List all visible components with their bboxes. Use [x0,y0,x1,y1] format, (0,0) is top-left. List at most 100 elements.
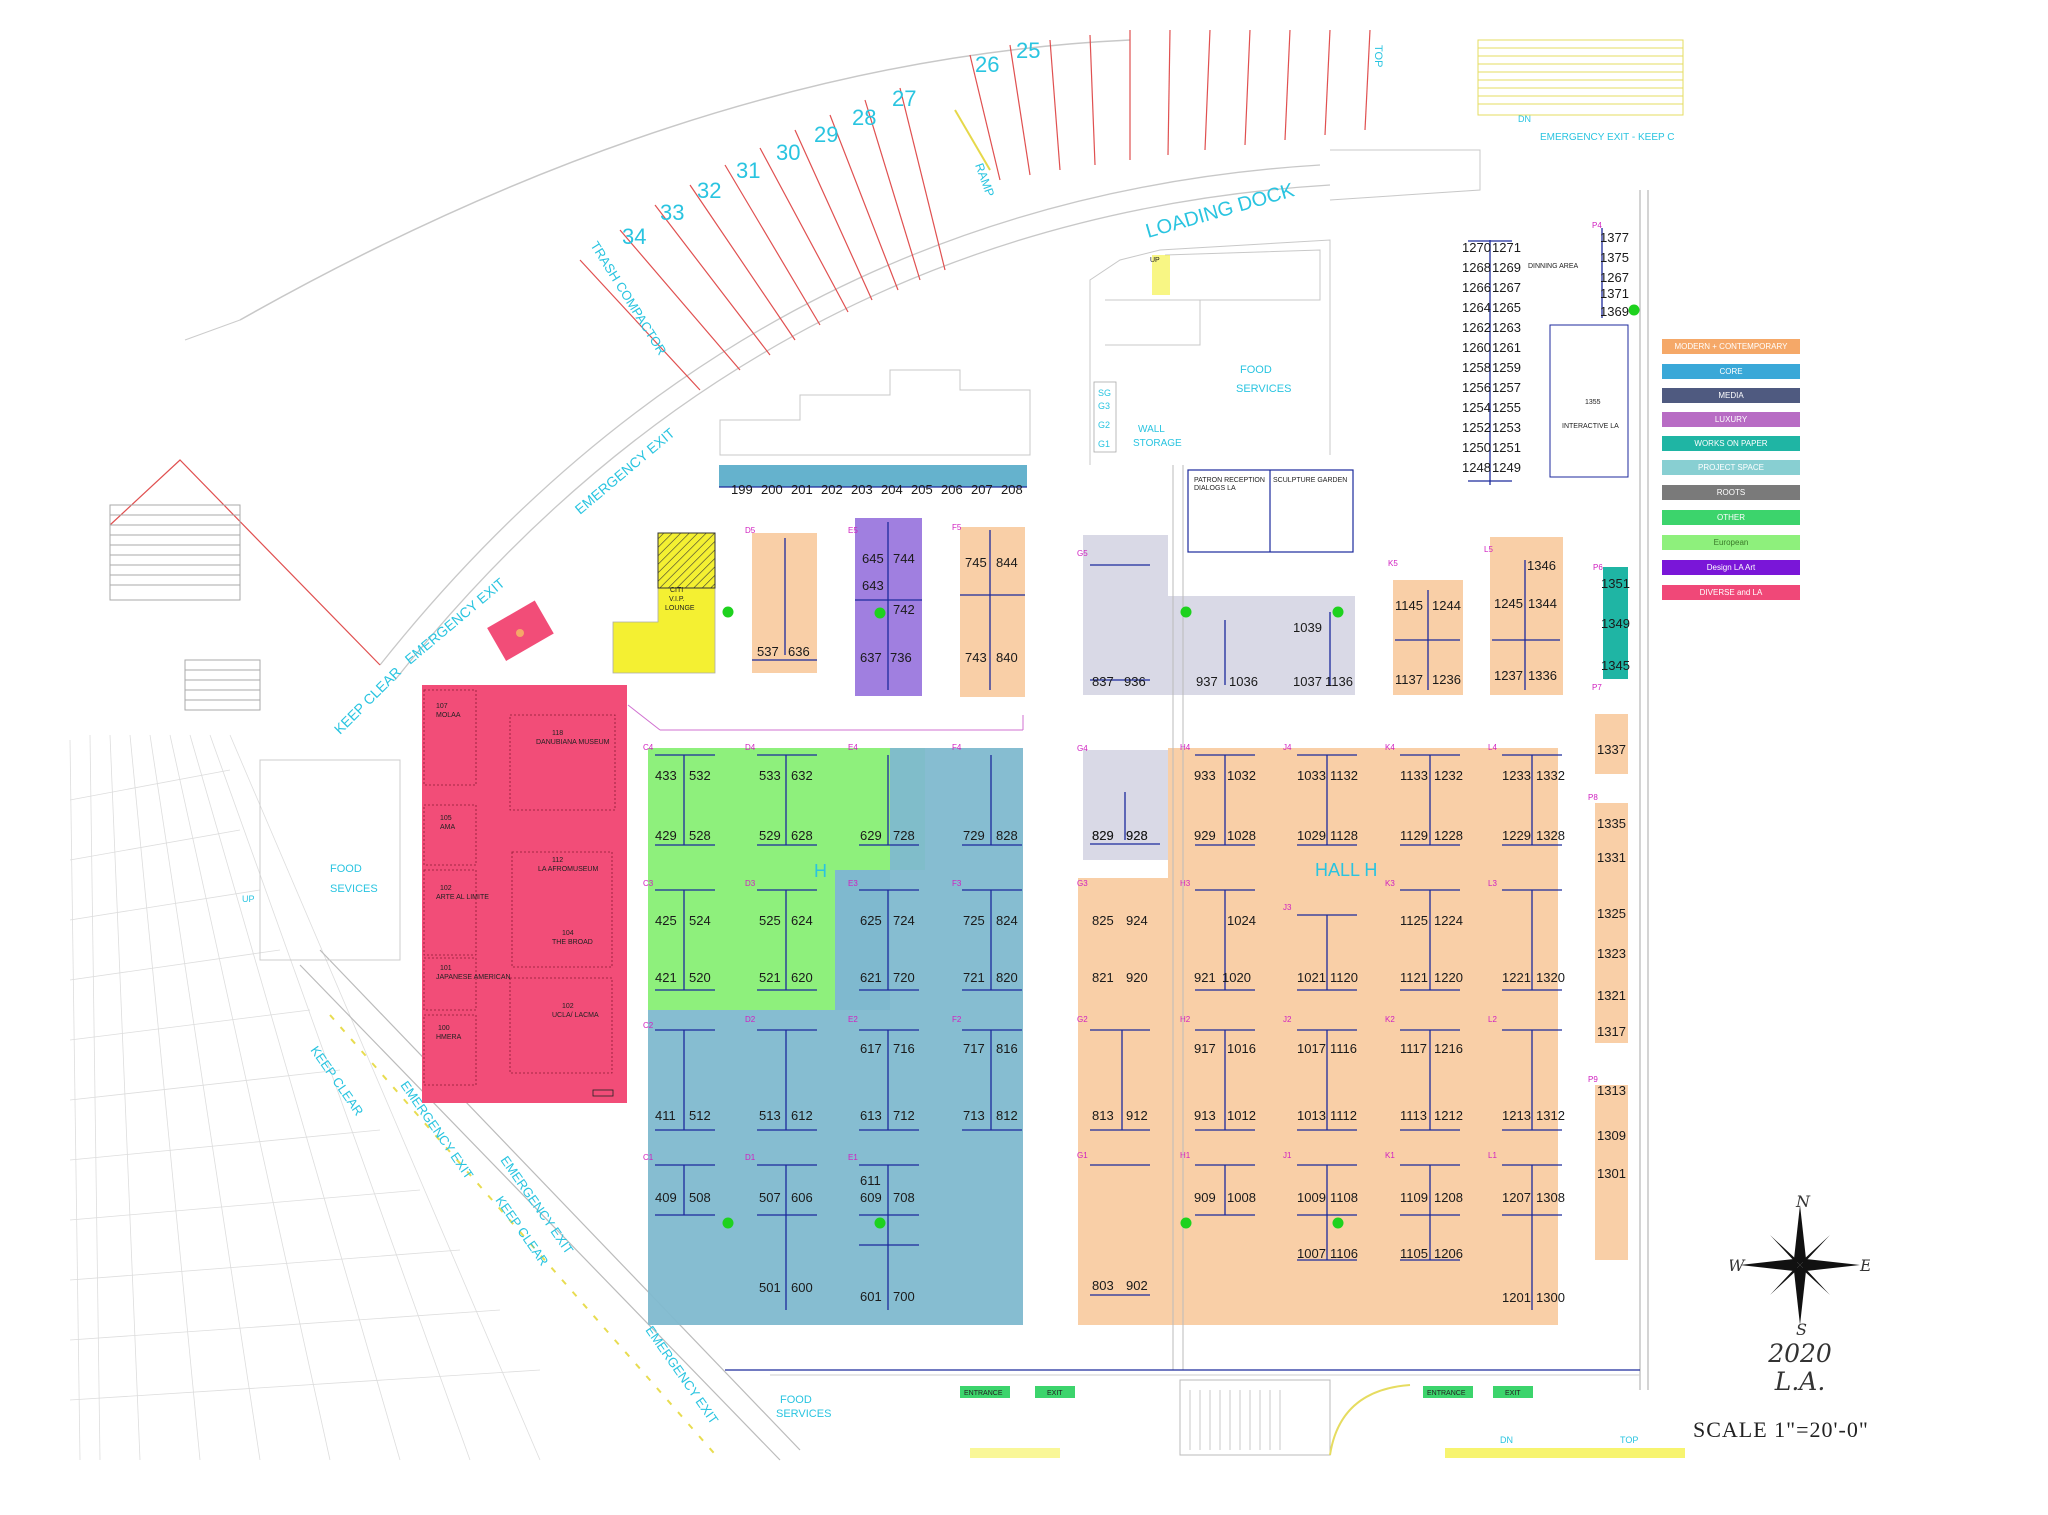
svg-text:728: 728 [893,828,915,843]
svg-text:199: 199 [731,482,753,497]
booth-block-k5[interactable]: K5 1145 1244 1137 1236 [1388,559,1463,695]
booth-block-d5[interactable]: D5 537 636 [745,526,817,673]
svg-text:820: 820 [996,970,1018,985]
svg-text:1260: 1260 [1462,340,1491,355]
svg-text:101: 101 [440,965,452,972]
svg-text:1313: 1313 [1597,1083,1626,1098]
svg-text:1270: 1270 [1462,240,1491,255]
booth-column-p[interactable]: P7 P8 P9 [1588,683,1628,1260]
booth-block-l5[interactable]: L5 1346 1245 1344 1237 1336 [1484,537,1563,695]
svg-text:1351: 1351 [1601,576,1630,591]
svg-text:1301: 1301 [1597,1166,1626,1181]
svg-text:E2: E2 [848,1015,858,1024]
svg-text:JAPANESE AMERICAN: JAPANESE AMERICAN [436,974,511,981]
booth-column-p4[interactable]: P4 [1592,221,1603,318]
scale-label: SCALE 1"=20'-0" [1693,1417,1869,1442]
booth-block-roots-top[interactable]: G5 837 936 937 1036 1039 1037 1136 [1077,535,1355,695]
booth-block-f5[interactable]: F5 745 844 743 840 [952,523,1025,697]
svg-text:1268: 1268 [1462,260,1491,275]
svg-text:107: 107 [436,703,448,710]
svg-text:1267: 1267 [1492,280,1521,295]
svg-text:1317: 1317 [1597,1024,1626,1039]
svg-text:1228: 1228 [1434,828,1463,843]
compass-n: N [1795,1195,1811,1211]
svg-text:E4: E4 [848,743,858,752]
svg-text:1344: 1344 [1528,596,1557,611]
booth-row-200[interactable] [719,465,1027,488]
dock-30: 30 [776,140,800,165]
svg-text:1252: 1252 [1462,420,1491,435]
svg-text:1029: 1029 [1297,828,1326,843]
food-services-bottom-2: SERVICES [776,1408,831,1420]
svg-text:ARTE AL LIMITE: ARTE AL LIMITE [436,894,489,901]
svg-text:625: 625 [860,913,882,928]
dock-33: 33 [660,200,684,225]
patron-reception[interactable]: PATRON RECEPTION DIALOGS LA SCULPTURE GA… [1187,469,1354,553]
dock-25: 25 [1016,38,1040,63]
legend-modern: MODERN + CONTEMPORARY [1662,339,1800,354]
svg-text:912: 912 [1126,1108,1148,1123]
svg-text:1021: 1021 [1297,970,1326,985]
svg-text:1113: 1113 [1400,1108,1427,1123]
modern-contemporary-zone[interactable]: HALL H H4 J4 K4 L4 G3 H3 J3 K3 L3 G2 H2 … [1077,743,1558,1325]
svg-text:1262: 1262 [1462,320,1491,335]
left-grid [69,734,541,1461]
svg-text:1007: 1007 [1297,1246,1326,1261]
svg-text:P6: P6 [1593,563,1603,572]
svg-text:1346: 1346 [1527,558,1556,573]
diverse-la-zone[interactable]: 107 MOLAA 118 DANUBIANA MUSEUM 105 AMA 1… [422,685,627,1103]
svg-text:F5: F5 [952,523,962,532]
svg-text:P8: P8 [1588,793,1598,802]
pink-sign[interactable] [487,600,554,661]
legend-roots: ROOTS [1662,485,1800,500]
svg-text:1258: 1258 [1462,360,1491,375]
svg-text:1349: 1349 [1601,616,1630,631]
hall-h-left-label: H [814,861,827,881]
svg-text:1109: 1109 [1400,1190,1428,1205]
svg-text:G5: G5 [1077,549,1088,558]
legend-design-la-art: Design LA Art [1662,560,1800,575]
year-label: 2020 L.A. [1768,1339,1832,1396]
booth-column-1200s[interactable]: DINNING AREA [1468,240,1579,485]
svg-text:1013: 1013 [1297,1108,1326,1123]
svg-text:F3: F3 [952,879,962,888]
svg-text:J3: J3 [1283,903,1292,912]
svg-text:1108: 1108 [1330,1190,1358,1205]
svg-text:P7: P7 [1592,683,1602,692]
svg-text:PATRON RECEPTION: PATRON RECEPTION [1194,477,1265,484]
booth-block-e5[interactable]: E5 645 744 643 742 637 736 [848,518,922,696]
booth-block-p6[interactable]: P6 [1593,563,1628,679]
svg-text:H3: H3 [1180,879,1191,888]
svg-text:V.I.P.: V.I.P. [669,596,685,603]
svg-text:720: 720 [893,970,915,985]
svg-text:1136: 1136 [1325,674,1353,689]
svg-text:636: 636 [788,644,810,659]
booth-row-200-numbers: 199 200 201 202 203 204 205 206 207 208 [731,482,1023,497]
svg-text:1207: 1207 [1502,1190,1531,1205]
svg-text:1145: 1145 [1395,598,1423,613]
svg-text:1105: 1105 [1400,1246,1428,1261]
legend-luxury: LUXURY [1662,412,1800,427]
svg-text:LA AFROMUSEUM: LA AFROMUSEUM [538,866,598,873]
service-building [719,149,1481,465]
interactive-la[interactable]: 1355 INTERACTIVE LA [1549,324,1629,478]
svg-text:612: 612 [791,1108,813,1123]
svg-text:1250: 1250 [1462,440,1491,455]
booth-block-roots-mid[interactable]: G4 829 928 [1077,744,1168,860]
svg-text:1269: 1269 [1492,260,1521,275]
svg-text:THE BROAD: THE BROAD [552,939,593,946]
svg-text:G2: G2 [1098,420,1110,430]
core-zone[interactable]: F4 E3 F3 C2 D2 E2 F2 C1 D1 E1 [643,743,1023,1325]
svg-text:1129: 1129 [1400,828,1428,843]
svg-text:929: 929 [1194,828,1216,843]
svg-text:624: 624 [791,913,813,928]
svg-text:513: 513 [759,1108,781,1123]
dock-34: 34 [622,224,646,249]
svg-text:829: 829 [1092,828,1114,843]
citi-vip-lounge[interactable]: CITI V.I.P. LOUNGE [612,532,716,674]
keep-clear-label-2: KEEP CLEAR [308,1043,367,1118]
svg-text:118: 118 [552,730,563,737]
svg-text:MOLAA: MOLAA [436,712,461,719]
svg-text:1320: 1320 [1536,970,1565,985]
up-label-top: UP [1150,257,1160,264]
